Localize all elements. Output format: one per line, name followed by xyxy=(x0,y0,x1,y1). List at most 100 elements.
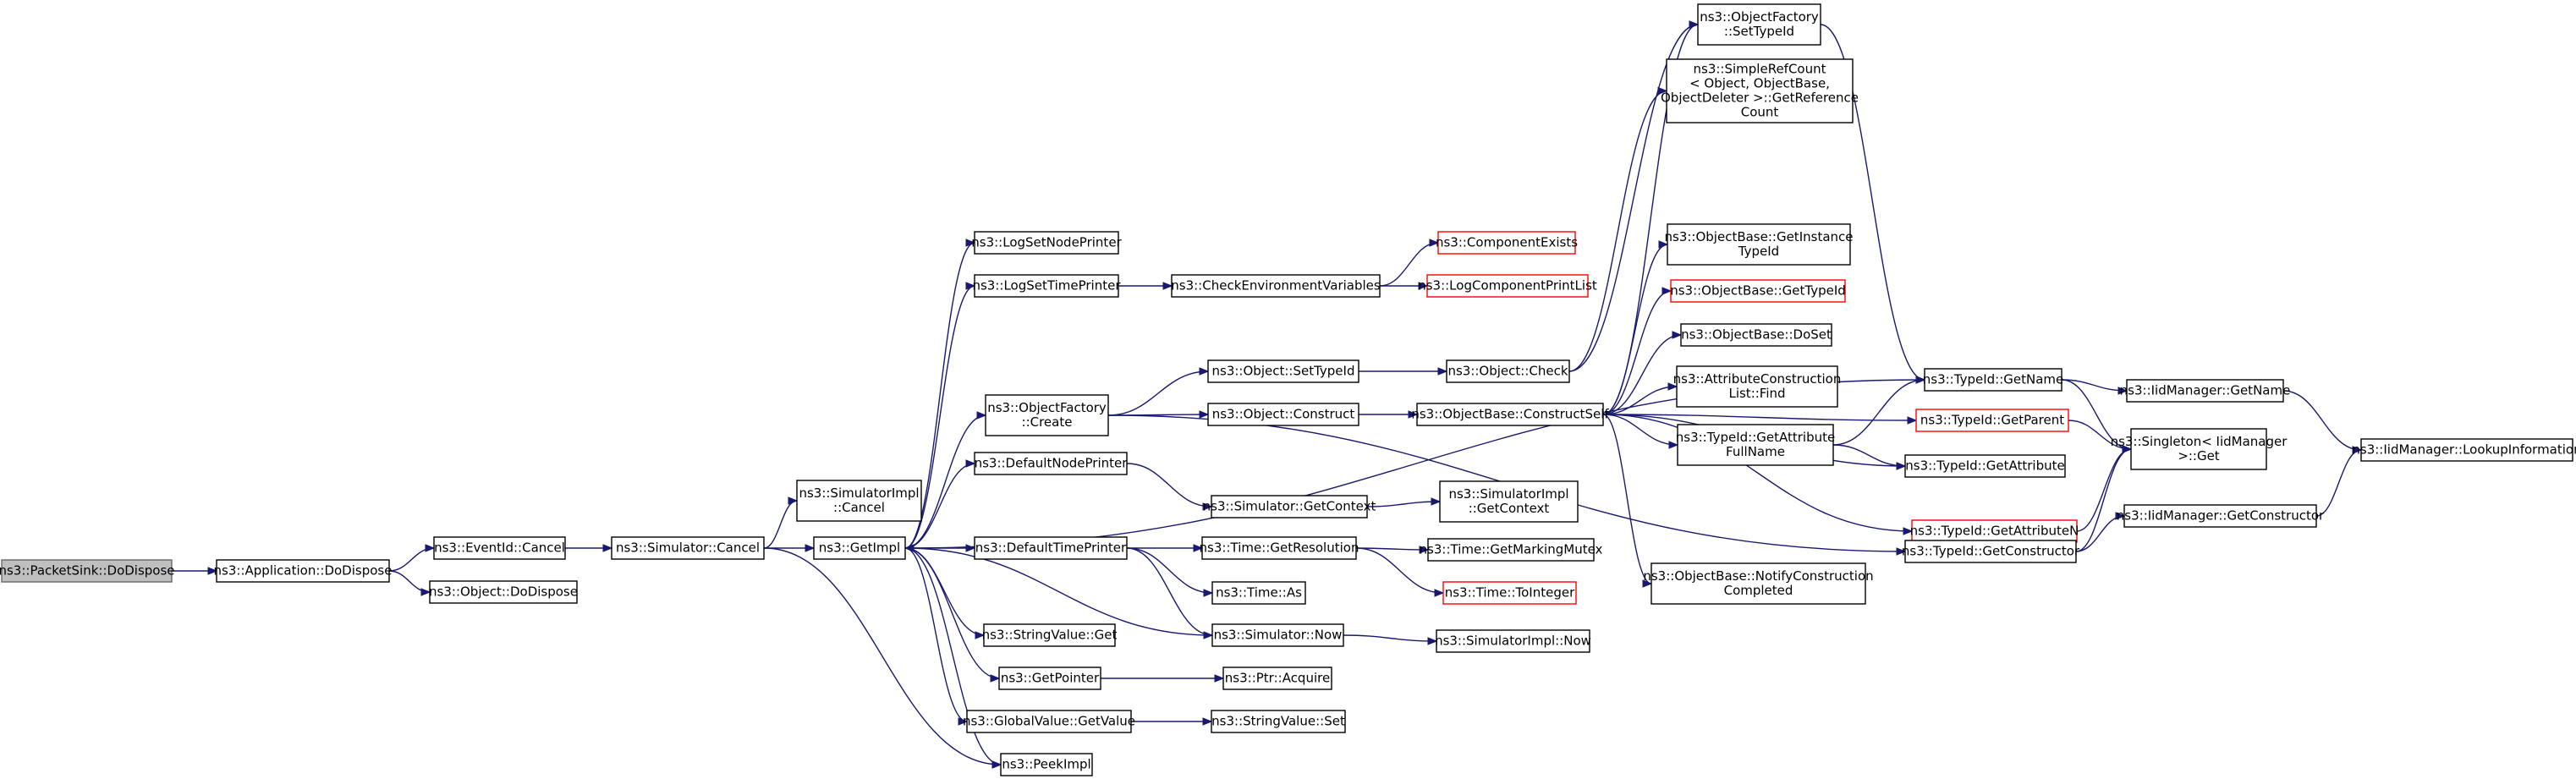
node-ns3-getpointer[interactable]: ns3::GetPointer xyxy=(998,667,1101,690)
arrowhead-icon xyxy=(207,567,218,575)
node-ns3-time-tointeger[interactable]: ns3::Time::ToInteger xyxy=(1442,581,1577,605)
node-ns3-logsetnodeprinter[interactable]: ns3::LogSetNodePrinter xyxy=(971,231,1123,255)
node-label: ns3::Simulator::Now xyxy=(1214,628,1343,643)
node-box xyxy=(1666,58,1854,123)
call-edge-n1-n3 xyxy=(388,570,431,596)
edge-line xyxy=(904,547,968,722)
node-ns3-simulator-getcontext[interactable]: ns3::Simulator::GetContext xyxy=(1203,495,1376,518)
node-ns3-defaultnodeprinter[interactable]: ns3::DefaultNodePrinter xyxy=(974,452,1129,475)
node-ns3-typeid-getattribute[interactable]: ns3::TypeId::GetAttribute xyxy=(1904,454,2066,478)
node-label: ns3::AttributeConstruction xyxy=(1673,371,1842,387)
node-ns3-eventid-cancel[interactable]: ns3::EventId::Cancel xyxy=(433,536,566,560)
node-label: ns3::Time::GetMarkingMutex xyxy=(1420,542,1603,557)
node-ns3-simulatorimpl-getcontext[interactable]: ns3::SimulatorImpl::GetContext xyxy=(1439,480,1579,523)
edge-line xyxy=(1820,24,1925,381)
node-label: ns3::GetImpl xyxy=(819,540,900,556)
node-label: ns3::StringValue::Set xyxy=(1211,714,1345,729)
node-ns3-time-as[interactable]: ns3::Time::As xyxy=(1211,581,1306,605)
node-label: Count xyxy=(1741,105,1779,120)
node-box xyxy=(1201,536,1357,560)
arrowhead-icon xyxy=(1657,86,1668,96)
call-edge-n28-n40 xyxy=(1602,414,1653,588)
node-ns3-typeid-getname[interactable]: ns3::TypeId::GetName xyxy=(1923,368,2063,392)
node-ns3-objectfactory-settypeid[interactable]: ns3::ObjectFactory::SetTypeId xyxy=(1697,3,1821,46)
node-ns3-packetsink-dodispose[interactable]: ns3::PacketSink::DoDispose xyxy=(0,559,175,583)
node-ns3-time-getmarkingmutex[interactable]: ns3::Time::GetMarkingMutex xyxy=(1420,538,1603,562)
node-ns3-logcomponentprintlist[interactable]: ns3::LogComponentPrintList xyxy=(1418,274,1597,298)
node-ns3-simulatorimpl-now[interactable]: ns3::SimulatorImpl::Now xyxy=(1435,629,1591,653)
node-ns3-globalvalue-getvalue[interactable]: ns3::GlobalValue::GetValue xyxy=(963,710,1135,733)
call-edge-n22-n5 xyxy=(904,544,1213,636)
node-ns3-simulator-cancel[interactable]: ns3::Simulator::Cancel xyxy=(611,536,765,560)
node-label: ::SetTypeId xyxy=(1724,24,1794,39)
node-ns3-application-dodispose[interactable]: ns3::Application::DoDispose xyxy=(214,559,393,583)
node-ns3-ptr-acquire[interactable]: ns3::Ptr::Acquire xyxy=(1222,667,1332,690)
node-label: ns3::Object::DoDispose xyxy=(429,584,578,600)
node-ns3-iidmanager-getconstructor[interactable]: ns3::IidManager::GetConstructor xyxy=(2117,504,2325,528)
node-box xyxy=(1677,424,1834,466)
edge-line xyxy=(1126,547,1213,636)
node-ns3-simulator-now[interactable]: ns3::Simulator::Now xyxy=(1211,623,1344,647)
arrowhead-icon xyxy=(1642,579,1653,588)
node-ns3-iidmanager-getname[interactable]: ns3::IidManager::GetName xyxy=(2120,379,2291,403)
call-edge-n5-n11 xyxy=(904,459,976,549)
node-ns3-objectbase-doset[interactable]: ns3::ObjectBase::DoSet xyxy=(1680,323,1832,347)
call-edge-n9-n16 xyxy=(1118,282,1173,290)
call-edge-n5-n14 xyxy=(904,547,1001,683)
node-label: ns3::LogSetTimePrinter xyxy=(972,278,1121,293)
call-edge-n12-n20 xyxy=(1127,544,1204,552)
node-ns3-simplerefcount-object-objectbase-objectdeleter-getreference-count[interactable]: ns3::SimpleRefCount< Object, ObjectBase,… xyxy=(1661,58,1859,123)
node-ns3-typeid-getconstructor[interactable]: ns3::TypeId::GetConstructor xyxy=(1902,540,2080,563)
node-ns3-typeid-getattributen[interactable]: ns3::TypeId::GetAttributeN xyxy=(1910,519,2079,543)
node-label: List::Find xyxy=(1728,386,1785,401)
node-box xyxy=(966,710,1132,733)
node-ns3-object-dodispose[interactable]: ns3::Object::DoDispose xyxy=(429,580,578,604)
node-ns3-simulatorimpl-cancel[interactable]: ns3::SimulatorImpl::Cancel xyxy=(796,480,922,522)
node-ns3-objectbase-gettypeid[interactable]: ns3::ObjectBase::GetTypeId xyxy=(1670,279,1846,303)
node-label: ns3::Time::GetResolution xyxy=(1200,540,1359,556)
node-ns3-time-getresolution[interactable]: ns3::Time::GetResolution xyxy=(1200,536,1359,560)
arrowhead-icon xyxy=(2122,445,2133,453)
node-ns3-peekimpl[interactable]: ns3::PeekImpl xyxy=(1000,753,1093,776)
call-edge-n28-n38 xyxy=(1602,382,1678,415)
node-label: ns3::Simulator::GetContext xyxy=(1203,499,1376,514)
call-edge-n27-n34 xyxy=(1568,86,1668,372)
arrowhead-icon xyxy=(1199,367,1210,376)
node-ns3-checkenvironmentvariables[interactable]: ns3::CheckEnvironmentVariables xyxy=(1171,274,1381,298)
node-label: ns3::CheckEnvironmentVariables xyxy=(1171,278,1381,293)
node-ns3-object-check[interactable]: ns3::Object::Check xyxy=(1446,359,1570,383)
node-label: ns3::GetPointer xyxy=(1001,671,1100,686)
node-ns3-stringvalue-get[interactable]: ns3::StringValue::Get xyxy=(982,623,1118,647)
node-ns3-object-construct[interactable]: ns3::Object::Construct xyxy=(1207,403,1359,426)
arrowhead-icon xyxy=(788,496,799,505)
node-label: ns3::Application::DoDispose xyxy=(214,563,393,579)
node-ns3-objectfactory-create[interactable]: ns3::ObjectFactory::Create xyxy=(985,394,1109,436)
node-ns3-stringvalue-set[interactable]: ns3::StringValue::Set xyxy=(1211,710,1346,733)
node-ns3-componentexists[interactable]: ns3::ComponentExists xyxy=(1436,231,1578,255)
node-label: ::GetContext xyxy=(1469,501,1550,516)
node-box xyxy=(1,559,173,583)
node-label: ns3::ObjectFactory xyxy=(987,400,1107,415)
arrowhead-icon xyxy=(2352,446,2363,454)
edge-layer xyxy=(171,20,2363,769)
node-label: ns3::ComponentExists xyxy=(1436,235,1578,250)
node-ns3-singleton-iidmanager-get[interactable]: ns3::Singleton< IidManager >::Get xyxy=(2111,428,2288,470)
node-ns3-iidmanager-lookupinformation[interactable]: ns3::IidManager::LookupInformation xyxy=(2352,438,2576,462)
node-ns3-objectbase-constructself[interactable]: ns3::ObjectBase::ConstructSelf xyxy=(1411,403,1609,426)
node-ns3-getimpl[interactable]: ns3::GetImpl xyxy=(813,536,906,560)
node-box xyxy=(433,536,566,560)
node-ns3-typeid-getparent[interactable]: ns3::TypeId::GetParent xyxy=(1915,409,2069,432)
node-ns3-defaulttimeprinter[interactable]: ns3::DefaultTimePrinter xyxy=(974,536,1128,560)
node-label: ns3::Time::ToInteger xyxy=(1445,585,1575,601)
node-label: FullName xyxy=(1726,444,1785,459)
node-box xyxy=(1426,274,1589,298)
node-ns3-objectbase-notifyconstruction-completed[interactable]: ns3::ObjectBase::NotifyConstructionCompl… xyxy=(1643,562,1874,605)
call-edge-n15-n24 xyxy=(1131,717,1213,726)
node-ns3-object-settypeid[interactable]: ns3::Object::SetTypeId xyxy=(1207,359,1359,383)
call-edge-n5-n8 xyxy=(904,239,976,549)
node-ns3-logsettimeprinter[interactable]: ns3::LogSetTimePrinter xyxy=(972,274,1121,298)
arrowhead-icon xyxy=(1672,331,1683,339)
